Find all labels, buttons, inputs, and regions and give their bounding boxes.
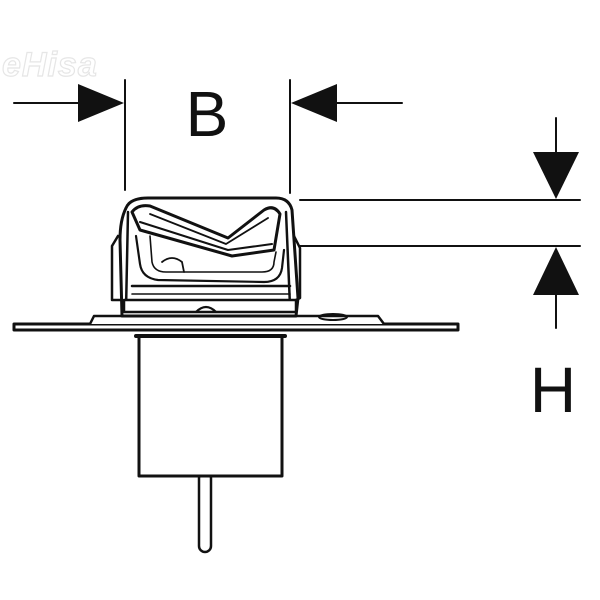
trap-bowl <box>149 235 277 273</box>
width-arrow-right-icon <box>291 84 337 122</box>
height-label: H <box>530 354 576 426</box>
watermark-logo: eHisa <box>2 46 98 84</box>
width-dimension <box>13 79 403 194</box>
drain-assembly <box>12 196 460 554</box>
outlet-stub <box>197 470 213 554</box>
flange-screw <box>318 313 348 321</box>
height-dimension <box>299 117 581 329</box>
drain-body <box>137 334 284 478</box>
grate-cover-edge <box>139 221 273 251</box>
housing-tab-left <box>110 234 122 302</box>
height-arrow-up-icon <box>533 247 579 295</box>
housing-tab-right <box>292 234 302 302</box>
base-ring <box>122 298 298 314</box>
housing-side-right <box>284 210 292 308</box>
width-arrow-left-icon <box>78 84 124 122</box>
grate-cover-inner <box>149 213 269 245</box>
flange <box>12 322 460 332</box>
housing-side-left <box>124 210 130 312</box>
base-nipple <box>194 305 218 314</box>
trap-inner <box>134 234 286 284</box>
height-arrow-down-icon <box>533 152 579 199</box>
grate-cover <box>130 204 282 258</box>
width-label: B <box>186 78 229 150</box>
trap-float <box>161 257 185 273</box>
